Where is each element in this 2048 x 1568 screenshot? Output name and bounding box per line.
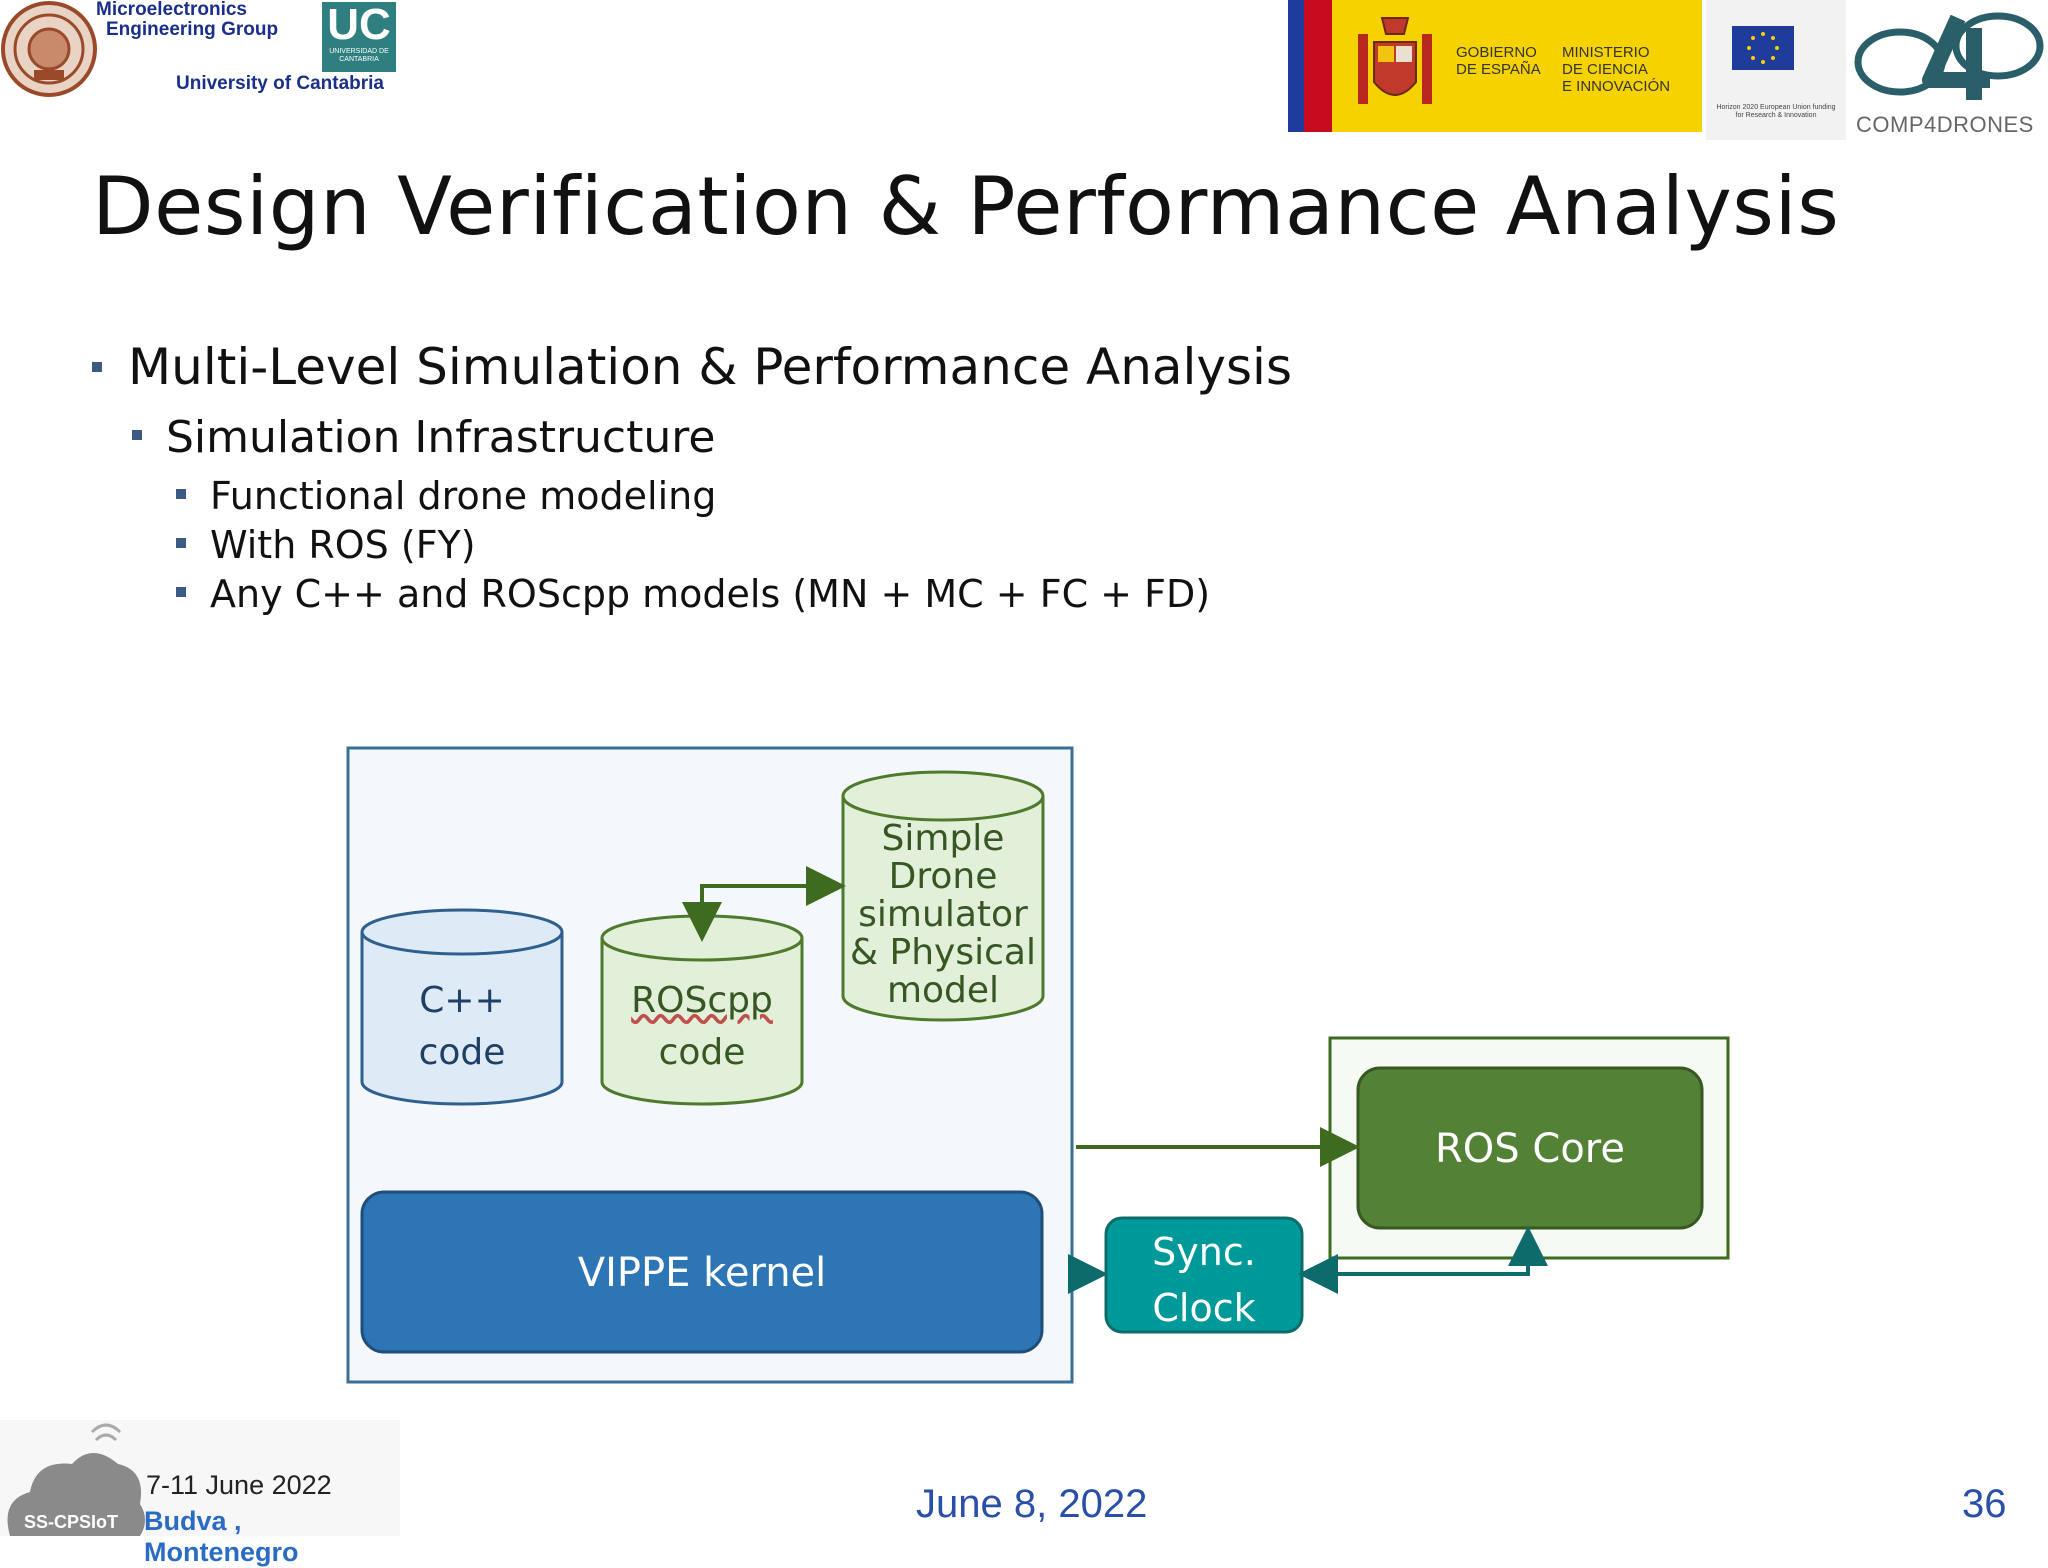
- meg-name: Microelectronics Engineering Group: [96, 0, 278, 40]
- university-name: University of Cantabria: [176, 73, 384, 94]
- bullet-text: With ROS (FY): [210, 523, 476, 567]
- uc-logo-text: UC: [327, 0, 391, 49]
- cpp-code-cylinder: [360, 908, 564, 1106]
- bullet-list: Multi-Level Simulation & Performance Ana…: [92, 338, 1292, 621]
- event-place: Budva , Montenegro: [144, 1506, 299, 1567]
- ministerio-line-1: MINISTERIO: [1562, 44, 1650, 61]
- cpp-line-2: code: [418, 1032, 506, 1073]
- uc-logo: UC UNIVERSIDAD DE CANTABRIA: [322, 2, 396, 72]
- cpp-label: C++ code: [362, 980, 562, 1080]
- meg-logo: [0, 0, 98, 98]
- square-bullet-icon: [176, 587, 186, 597]
- gobierno-logo: GOBIERNO DE ESPAÑA MINISTERIO DE CIENCIA…: [1288, 0, 1702, 132]
- square-bullet-icon: [92, 362, 102, 372]
- bullet-level-2: Simulation Infrastructure: [132, 412, 1292, 474]
- simulator-line-5: model: [886, 970, 1000, 1011]
- sync-ros-arrow: [1310, 1226, 1548, 1276]
- ministerio-line-3: E INNOVACIÓN: [1562, 78, 1671, 95]
- roscpp-line-1: ROScpp: [631, 980, 773, 1021]
- cloud-icon: [7, 1423, 145, 1536]
- bullet-text: Multi-Level Simulation & Performance Ana…: [128, 338, 1292, 396]
- event-badge: SS-CPSIoT: [24, 1512, 119, 1532]
- square-bullet-icon: [176, 489, 186, 499]
- slide-title: Design Verification & Performance Analys…: [92, 160, 1840, 253]
- simulator-line-1: Simple: [881, 818, 1005, 859]
- vippe-kernel-box: [360, 1190, 1044, 1354]
- roscpp-line-2: code: [658, 1032, 746, 1073]
- gobierno-text: GOBIERNO DE ESPAÑA: [1456, 44, 1541, 78]
- bullet-level-3: With ROS (FY): [176, 523, 1292, 572]
- simulator-line-3: simulator: [858, 894, 1028, 935]
- event-logo: SS-CPSIoT 7-11 June 2022 Budva , Montene…: [0, 1420, 400, 1567]
- drone-logo-icon: [1854, 12, 2044, 100]
- ros-core-label: ROS Core: [1435, 1126, 1625, 1172]
- cpp-line-1: C++: [419, 980, 505, 1021]
- square-bullet-icon: [176, 538, 186, 548]
- bullet-level-1: Multi-Level Simulation & Performance Ana…: [92, 338, 1292, 412]
- bullet-text: Functional drone modeling: [210, 474, 717, 518]
- eu-flag-icon: [1732, 26, 1794, 70]
- sync-line-1: Sync.: [1152, 1230, 1256, 1274]
- architecture-diagram: [346, 746, 1730, 1384]
- meg-emblem-icon: [1, 1, 97, 97]
- meg-line-2: Engineering Group: [106, 19, 279, 40]
- sync-clock-label: Sync. Clock: [1106, 1224, 1302, 1336]
- eu-flag-stripe: [1288, 0, 1332, 132]
- footer-date: June 8, 2022: [916, 1482, 1148, 1526]
- vippe-label: VIPPE kernel: [577, 1250, 827, 1296]
- event-dates: 7-11 June 2022: [146, 1470, 332, 1500]
- comp4drones-logo: COMP4DRONES: [1850, 0, 2048, 140]
- uc-logo-sub: UNIVERSIDAD DE CANTABRIA: [329, 48, 389, 63]
- coat-of-arms-icon: [1358, 17, 1432, 104]
- page-number: 36: [1962, 1482, 2007, 1526]
- drone-simulator-cylinder: [841, 770, 1045, 1022]
- meg-line-1: Microelectronics: [96, 0, 247, 20]
- eu-horizon-logo: Horizon 2020 European Union funding for …: [1706, 0, 1846, 140]
- bullet-text: Any C++ and ROScpp models (MN + MC + FC …: [210, 572, 1211, 616]
- roscpp-label: ROScpp code: [602, 980, 802, 1080]
- simulator-line-2: Drone: [888, 856, 998, 897]
- bullet-level-3: Any C++ and ROScpp models (MN + MC + FC …: [176, 572, 1292, 621]
- square-bullet-icon: [132, 430, 142, 440]
- simulator-label: Simple Drone simulator & Physical model: [843, 820, 1043, 1020]
- bullet-text: Simulation Infrastructure: [166, 412, 716, 463]
- comp4drones-text: COMP4DRONES: [1856, 112, 2034, 137]
- simulator-line-4: & Physical: [850, 932, 1036, 973]
- ministerio-line-2: DE CIENCIA: [1562, 61, 1648, 78]
- sync-line-2: Clock: [1152, 1286, 1256, 1330]
- eu-caption: Horizon 2020 European Union funding for …: [1716, 104, 1836, 119]
- bullet-level-3: Functional drone modeling: [176, 474, 1292, 523]
